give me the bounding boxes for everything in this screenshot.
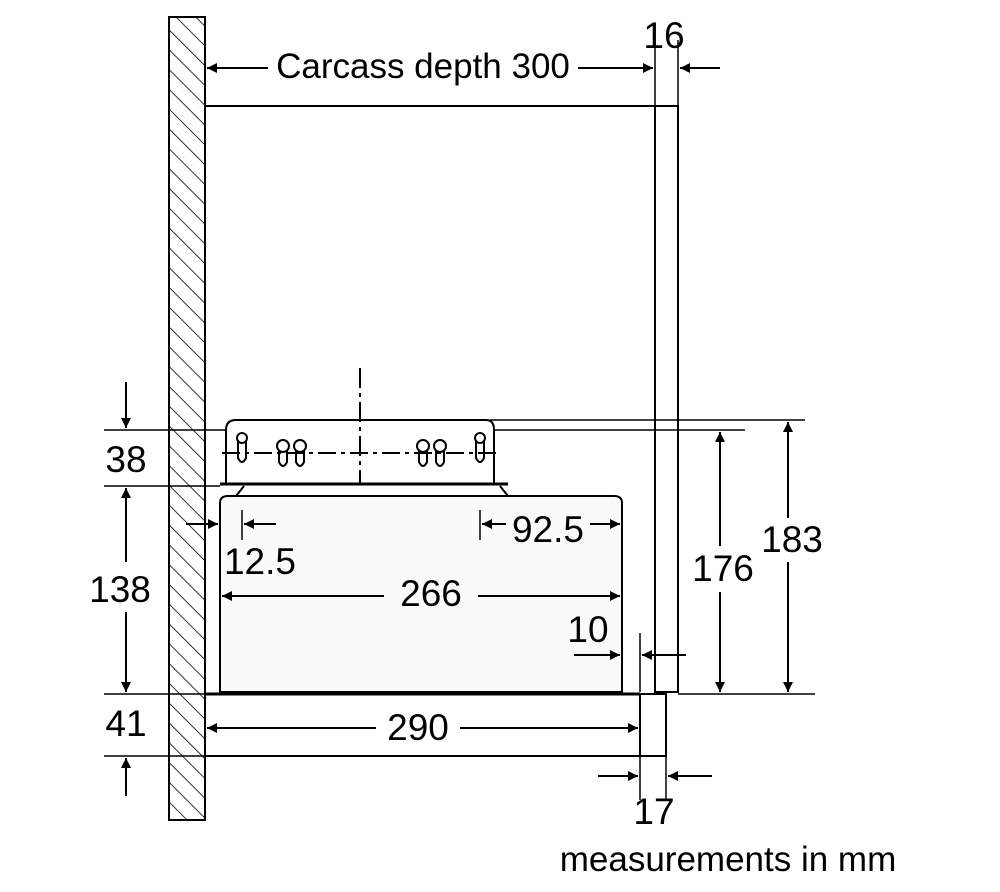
label-hole-offset-left: 12.5 (224, 541, 296, 582)
label-height-inner: 176 (692, 548, 754, 589)
label-front-gap: 10 (567, 609, 608, 650)
units-note: measurements in mm (560, 840, 896, 879)
keyhole-pair-right-icon (416, 439, 447, 467)
wall-hatched (168, 16, 206, 821)
carcass-side-panel (654, 105, 679, 693)
label-body-height: 138 (89, 569, 151, 610)
label-height-outer: 183 (761, 519, 823, 560)
label-hole-offset-right: 92.5 (512, 509, 584, 550)
label-panel-thickness: 16 (643, 15, 684, 56)
label-total-depth: 290 (387, 707, 449, 748)
front-panel (639, 693, 667, 757)
label-body-depth: 266 (400, 573, 462, 614)
hood-body-feet (235, 485, 509, 497)
label-bottom-height: 41 (105, 703, 146, 744)
label-bracket-height: 38 (105, 439, 146, 480)
hood-body (219, 495, 623, 693)
label-carcass-depth: Carcass depth 300 (276, 47, 570, 86)
keyhole-pair-left-icon (276, 439, 307, 467)
keyhole-left-icon (236, 432, 248, 463)
keyhole-right-icon (474, 432, 486, 463)
label-front-panel-thickness: 17 (633, 791, 674, 832)
